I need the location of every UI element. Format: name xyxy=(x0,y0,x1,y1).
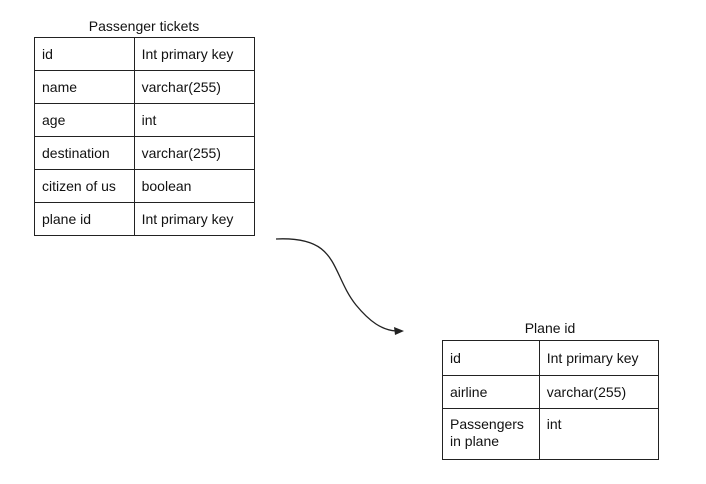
field-name: id xyxy=(34,37,135,71)
connector-curve xyxy=(275,238,397,332)
field-name: name xyxy=(34,70,135,104)
plane-id-title: Plane id xyxy=(524,320,576,336)
field-type: Int primary key xyxy=(538,340,660,376)
table-row: plane id Int primary key xyxy=(34,202,256,236)
table-row: destination varchar(255) xyxy=(34,136,256,170)
field-name: age xyxy=(34,103,135,137)
table-row: citizen of us boolean xyxy=(34,169,256,203)
field-type: Int primary key xyxy=(133,202,256,236)
table-row: id Int primary key xyxy=(442,340,660,376)
field-name: Passengers in plane xyxy=(442,408,540,460)
field-name: destination xyxy=(34,136,135,170)
field-type: Int primary key xyxy=(133,37,256,71)
field-type: int xyxy=(538,408,660,460)
table-row: id Int primary key xyxy=(34,37,256,71)
field-name: airline xyxy=(442,375,540,409)
field-type: boolean xyxy=(133,169,256,203)
table-row: age int xyxy=(34,103,256,137)
field-type: varchar(255) xyxy=(133,70,256,104)
table-row: Passengers in plane int xyxy=(442,408,660,460)
field-type: varchar(255) xyxy=(538,375,660,409)
field-name: plane id xyxy=(34,202,135,236)
plane-id-table: id Int primary key airline varchar(255) … xyxy=(442,340,660,460)
passenger-tickets-table: id Int primary key name varchar(255) age… xyxy=(34,37,256,236)
table-row: airline varchar(255) xyxy=(442,375,660,409)
field-type: varchar(255) xyxy=(133,136,256,170)
field-name: citizen of us xyxy=(34,169,135,203)
field-name: id xyxy=(442,340,540,376)
table-row: name varchar(255) xyxy=(34,70,256,104)
passenger-tickets-title: Passenger tickets xyxy=(88,18,200,34)
arrowhead-icon xyxy=(394,327,404,335)
